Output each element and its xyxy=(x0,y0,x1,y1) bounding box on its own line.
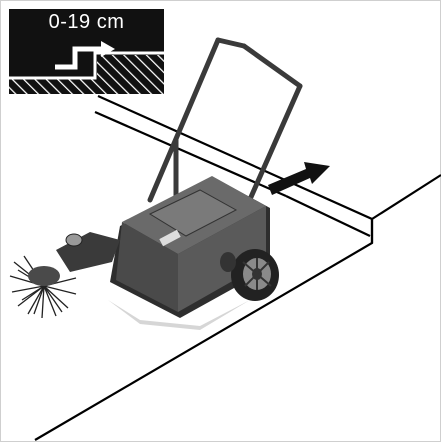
arrow-forward-icon xyxy=(268,162,330,195)
curb-height-label: 0-19 cm xyxy=(48,11,125,33)
curb-height-badge: 0-19 cm xyxy=(9,9,164,94)
rear-wheel xyxy=(231,249,279,301)
curb-outline xyxy=(34,94,441,441)
curb-step-up-icon xyxy=(9,41,164,94)
sweeper-machine xyxy=(9,37,303,330)
